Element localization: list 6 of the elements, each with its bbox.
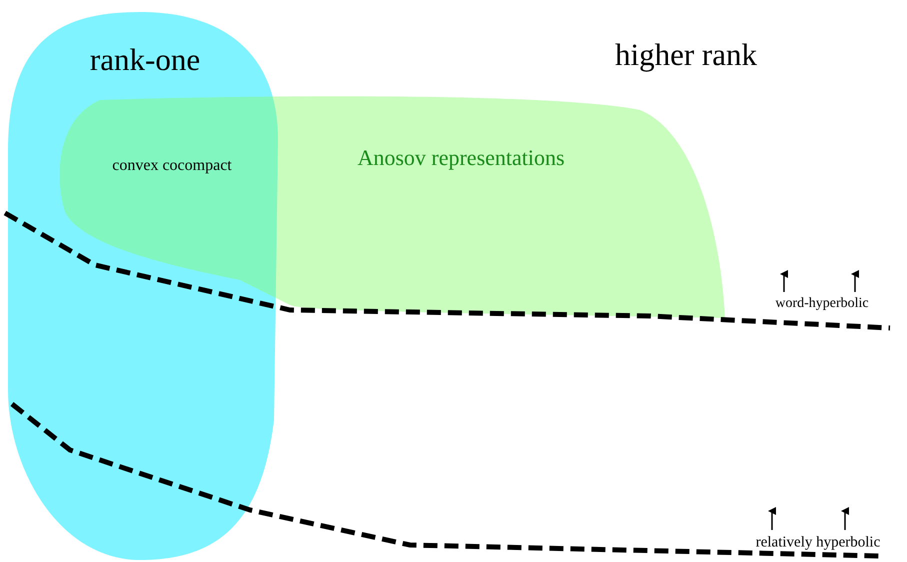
region-title: rank-one	[90, 42, 200, 78]
region-title: Anosov representations	[357, 145, 565, 171]
region-label: relatively hyperbolic	[756, 534, 880, 552]
region-title: higher rank	[614, 37, 758, 73]
region-label: word-hyperbolic	[775, 296, 869, 312]
region-label: convex cocompact	[112, 157, 232, 175]
